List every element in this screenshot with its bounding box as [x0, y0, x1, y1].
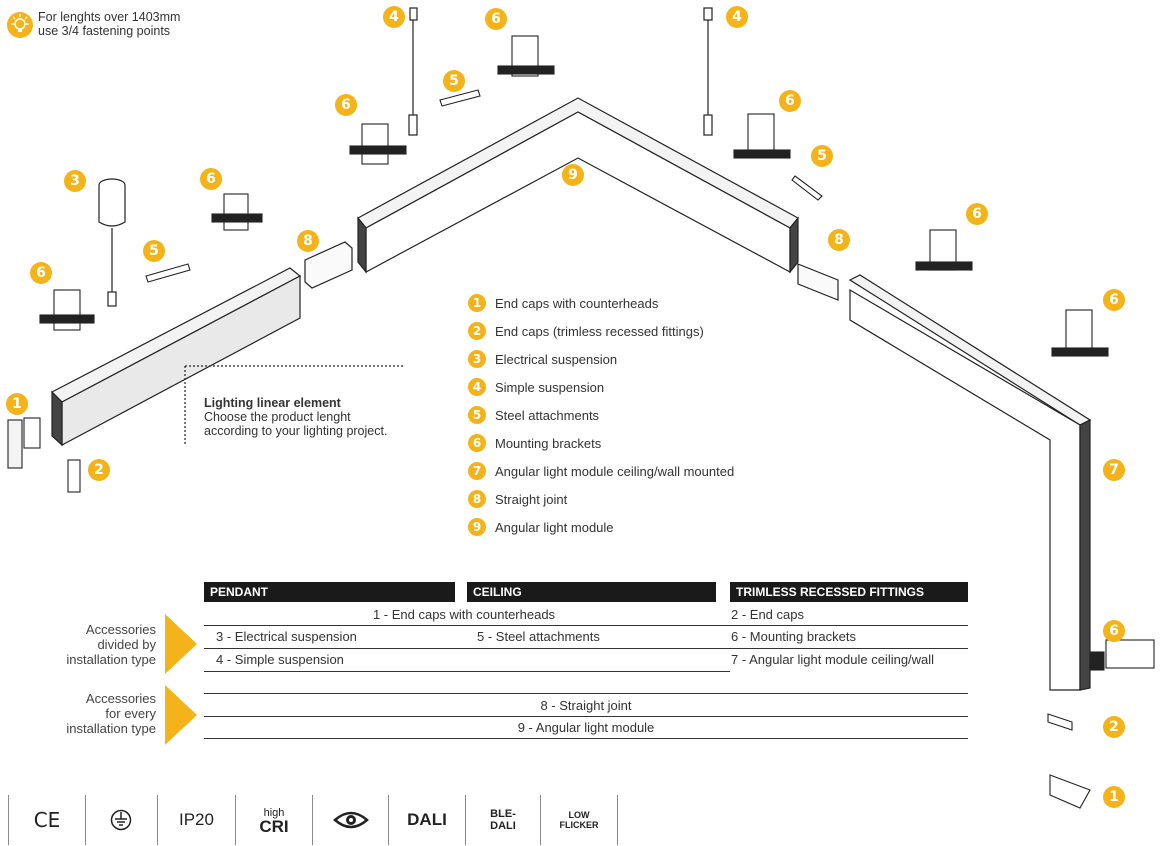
row3-a: 4 - Simple suspension [216, 652, 344, 667]
badge-6: 6 [1103, 289, 1125, 311]
row2-c: 6 - Mounting brackets [731, 629, 857, 644]
badge-5: 5 [143, 240, 165, 262]
ground-icon [85, 795, 158, 845]
low-flicker-icon: LOW FLICKER [541, 795, 618, 845]
badge-1: 1 [6, 393, 28, 415]
badge-8: 8 [297, 230, 319, 252]
row1-right: 2 - End caps [731, 607, 804, 622]
badge-6: 6 [1103, 620, 1125, 642]
badge-4: 4 [726, 6, 748, 28]
divider [204, 648, 968, 649]
row5: 9 - Angular light module [517, 720, 655, 735]
row3-c: 7 - Angular light module ceiling/wall [731, 652, 935, 667]
badge-5: 5 [811, 145, 833, 167]
badge-6: 6 [335, 94, 357, 116]
row1-span: 1 - End caps with counterheads [372, 607, 556, 622]
divider [204, 671, 730, 672]
badge-7: 7 [1103, 459, 1125, 481]
eye-icon [313, 795, 389, 845]
badge-6: 6 [779, 90, 801, 112]
row2-a: 3 - Electrical suspension [216, 629, 357, 644]
badge-2: 2 [88, 459, 110, 481]
bluetooth-icon: BLE- DALI [466, 795, 541, 845]
badge-9: 9 [562, 164, 584, 186]
badge-6: 6 [966, 203, 988, 225]
row4: 8 - Straight joint [540, 698, 632, 713]
badge-4: 4 [383, 6, 405, 28]
lightbulb-icon [7, 12, 33, 38]
arrow-marker-icon [165, 614, 197, 674]
badge-6: 6 [485, 8, 507, 30]
divider [204, 738, 968, 739]
group1-label: Accessories divided by installation type [66, 622, 156, 667]
ip20-icon: IP20 [158, 795, 236, 845]
lighting-element-note: Lighting linear element Choose the produ… [204, 396, 388, 438]
badge-3: 3 [64, 170, 86, 192]
header-ceiling: CEILING [467, 582, 716, 602]
badge-8: 8 [828, 229, 850, 251]
badge-5: 5 [443, 70, 465, 92]
cri-icon: high CRI [236, 795, 313, 845]
arrow-marker-icon [165, 685, 197, 745]
ce-mark-icon: CE [8, 795, 86, 845]
row2-b: 5 - Steel attachments [477, 629, 600, 644]
tip-note: For lenghts over 1403mm use 3/4 fastenin… [38, 10, 181, 38]
badge-2: 2 [1103, 716, 1125, 738]
divider [204, 625, 968, 626]
header-trimless: TRIMLESS RECESSED FITTINGS [730, 582, 968, 602]
badge-6: 6 [30, 262, 52, 284]
divider [204, 693, 968, 694]
badge-1: 1 [1103, 786, 1125, 808]
group2-label: Accessories for every installation type [66, 691, 156, 736]
divider [204, 716, 968, 717]
badge-6: 6 [200, 168, 222, 190]
dali-icon: DALI [389, 795, 466, 845]
header-pendant: PENDANT [204, 582, 455, 602]
